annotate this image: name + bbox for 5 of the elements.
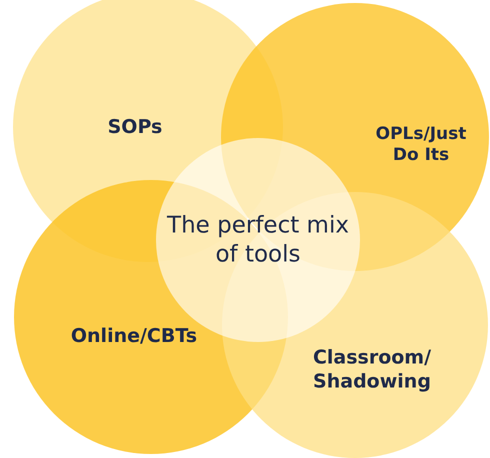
circle-label: OPLs/Just Do Its	[374, 124, 468, 166]
circle-label: Classroom/ Shadowing	[312, 346, 432, 394]
circle-label: SOPs	[106, 116, 164, 140]
circle-label: Online/CBTs	[70, 325, 198, 349]
circle-label: The perfect mix of tools	[166, 211, 350, 269]
